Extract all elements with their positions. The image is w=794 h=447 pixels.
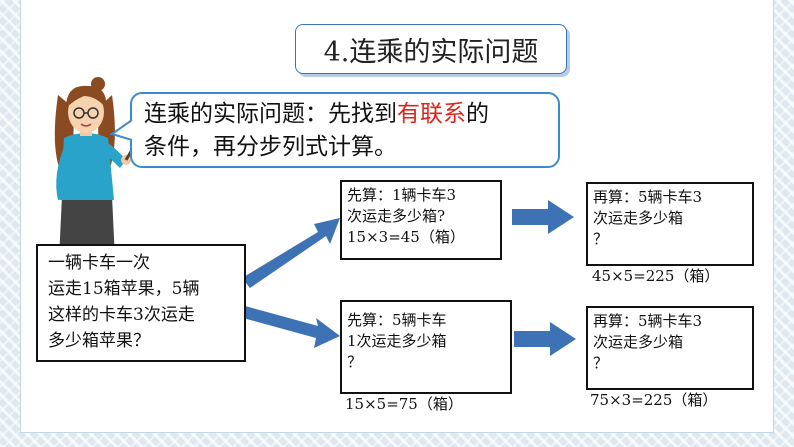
speech-bubble: 连乘的实际问题：先找到有联系的 条件，再分步列式计算。 — [130, 92, 560, 168]
tip-line2: 条件，再分步列式计算。 — [144, 134, 397, 160]
arrow-up-right — [242, 218, 340, 288]
page-title: 4.连乘的实际问题 — [295, 24, 567, 74]
arrow-down-right — [243, 306, 340, 348]
method1-step1-box: 先算：1辆卡车3 次运走多少箱? 15×3=45（箱） — [340, 180, 502, 260]
tip-text: 连乘的实际问题：先找到有联系的 条件，再分步列式计算。 — [144, 98, 489, 164]
page-title-text: 4.连乘的实际问题 — [323, 36, 539, 68]
arrow-right-top — [512, 200, 574, 234]
problem-box: 一辆卡车一次 运走15箱苹果，5辆 这样的卡车3次运走 多少箱苹果？ — [36, 244, 246, 362]
method1-step2-calc: 45×5=225（箱） — [592, 267, 720, 285]
tip-line1-pre: 连乘的实际问题：先找到 — [144, 101, 397, 127]
method2-step2-calc: 75×3=225（箱） — [590, 391, 718, 409]
arrow-right-bottom — [514, 322, 576, 356]
method2-step1-box: 先算：5辆卡车 1次运走多少箱 ？ — [340, 300, 512, 394]
method2-step2-box: 再算：5辆卡车3 次运走多少箱 ？ — [586, 306, 754, 390]
problem-text: 一辆卡车一次 运走15箱苹果，5辆 这样的卡车3次运走 多少箱苹果？ — [48, 253, 200, 351]
tip-highlight: 有联系 — [397, 101, 466, 127]
method1-step2-box: 再算：5辆卡车3 次运走多少箱 ？ — [586, 182, 754, 266]
tip-line1-post: 的 — [466, 101, 489, 127]
method2-step1-calc: 15×5=75（箱） — [345, 395, 463, 413]
